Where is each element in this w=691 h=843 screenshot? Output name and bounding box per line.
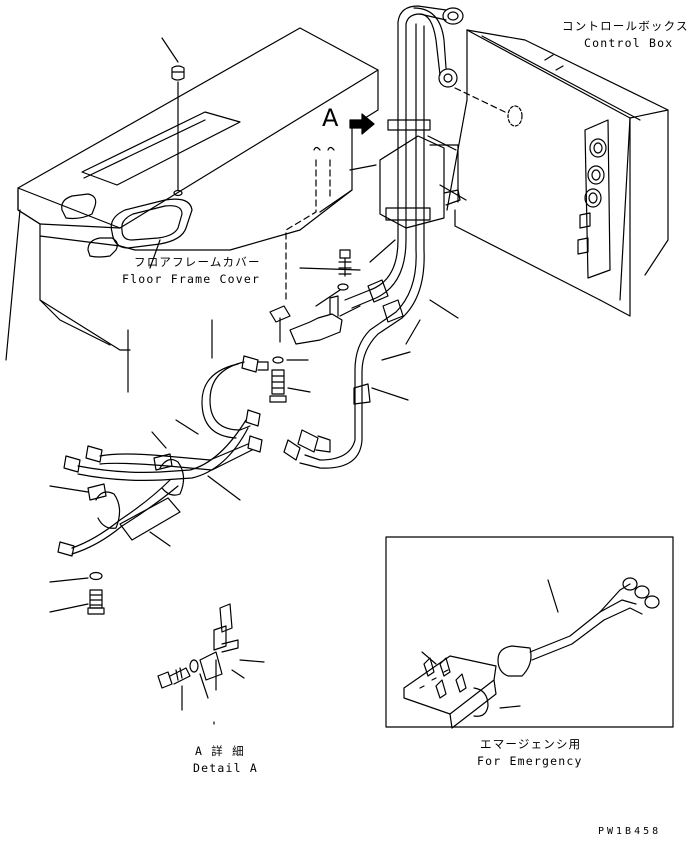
detail-a-label-jp: A 詳 細 (195, 744, 245, 758)
control-box (446, 29, 669, 317)
view-arrow-icon (349, 113, 375, 135)
control-box-label-jp: コントロールボックス (562, 19, 689, 33)
detail-a-parts (157, 603, 265, 725)
floor-frame-cover-label-jp: フロアフレームカバー (134, 255, 261, 269)
floor-frame-cover (5, 27, 379, 361)
view-letter-a: A (322, 104, 339, 132)
floor-frame-cover-label-en: Floor Frame Cover (122, 272, 261, 286)
drawing-code: PW1B458 (598, 826, 662, 837)
mid-harness (211, 135, 467, 403)
control-box-label-en: Control Box (584, 36, 674, 50)
lower-harness (49, 329, 269, 615)
box-harness (283, 5, 464, 469)
detail-a-label-en: Detail A (193, 761, 258, 775)
emergency-label-jp: エマージェンシ用 (480, 737, 582, 751)
emergency-label-en: For Emergency (477, 754, 583, 768)
emergency-inset (385, 536, 674, 729)
cover-leader (149, 239, 161, 269)
